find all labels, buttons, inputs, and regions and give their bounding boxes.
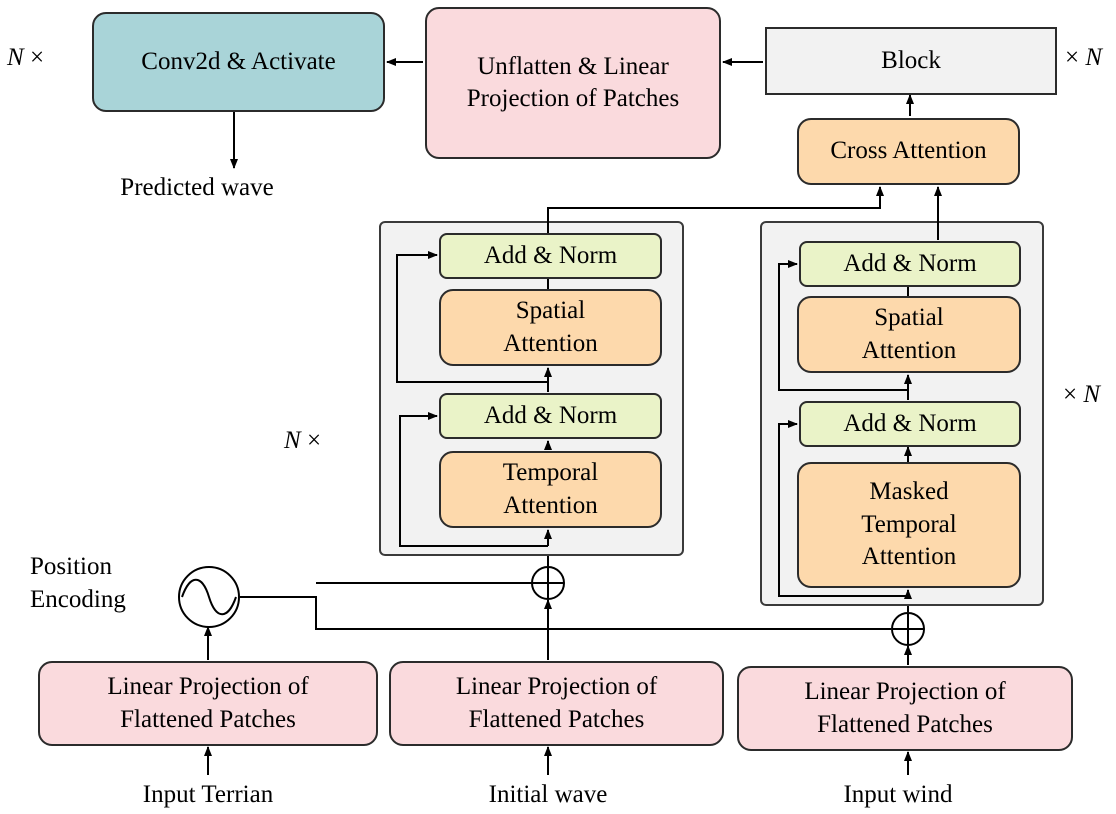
multiplier-top-right: × N [1065,44,1102,72]
encoder-temporal-attention: Temporal Attention [439,451,662,528]
block-label: Block [881,46,941,74]
decoder-add-norm-top-label: Add & Norm [843,249,977,277]
encoder-add-norm-bottom: Add & Norm [439,393,662,439]
unflatten-label-line1: Unflatten & Linear [477,52,669,80]
decoder-add-norm-bottom-label: Add & Norm [843,409,977,437]
decoder-masked-line3: Attention [861,543,957,571]
position-encoding-label: Position Encoding [30,551,126,616]
multiplier-n: N [1083,381,1101,408]
encoder-add-norm-top: Add & Norm [439,233,662,279]
multiplier-decoder: × N [1063,381,1100,409]
decoder-spatial-attention: Spatial Attention [797,296,1021,373]
multiplier-times: × [1065,44,1080,71]
projection-terrain-line2: Flattened Patches [120,705,296,733]
decoder-add-norm-top: Add & Norm [799,241,1021,287]
input-wind-label: Input wind [843,781,953,808]
predicted-wave-label: Predicted wave [120,174,274,201]
encoder-temporal-line2: Attention [503,491,598,519]
decoder-add-icon [891,612,925,646]
position-encoding-icon [178,566,240,628]
multiplier-n: N [284,427,301,454]
encoder-spatial-attention: Spatial Attention [439,289,662,366]
multiplier-encoder: N × [284,427,321,455]
multiplier-n: N [7,44,24,71]
projection-wind: Linear Projection of Flattened Patches [737,666,1073,751]
projection-terrain-line1: Linear Projection of [107,673,309,700]
input-terrain-label: Input Terrian [142,781,274,808]
input-wave-label: Initial wave [488,781,608,808]
encoder-spatial-line1: Spatial [515,297,586,324]
position-encoding-line2: Encoding [30,585,126,613]
decoder-spatial-line1: Spatial [874,304,944,331]
cross-attention-label: Cross Attention [830,137,987,165]
projection-wind-line2: Flattened Patches [817,710,993,738]
decoder-masked-line2: Temporal [861,510,957,538]
projection-wave-line2: Flattened Patches [468,705,645,733]
projection-wind-line1: Linear Projection of [804,678,1006,705]
encoder-spatial-line2: Attention [503,329,598,357]
projection-wave-line1: Linear Projection of [455,673,658,700]
decoder-masked-line1: Masked [869,478,949,506]
encoder-add-icon [531,566,565,600]
cross-attention-block: Cross Attention [797,118,1020,185]
encoder-add-norm-bottom-label: Add & Norm [483,401,618,429]
decoder-spatial-line2: Attention [861,336,957,364]
multiplier-top-left: N × [7,44,44,72]
block-box: Block [765,27,1057,95]
position-encoding-line1: Position [30,553,112,580]
multiplier-times: × [306,427,322,454]
multiplier-times: × [1063,381,1078,408]
multiplier-times: × [29,44,45,71]
encoder-add-norm-top-label: Add & Norm [483,241,618,269]
conv2d-activate-block: Conv2d & Activate [92,12,385,112]
multiplier-n: N [1085,44,1103,71]
conv2d-activate-label: Conv2d & Activate [141,47,336,75]
encoder-temporal-line1: Temporal [502,459,599,486]
projection-wave: Linear Projection of Flattened Patches [389,661,724,746]
decoder-add-norm-bottom: Add & Norm [799,401,1021,447]
unflatten-projection-block: Unflatten & Linear Projection of Patches [425,7,721,159]
decoder-masked-temporal-attention: Masked Temporal Attention [797,462,1021,588]
projection-terrain: Linear Projection of Flattened Patches [38,661,378,746]
unflatten-label-line2: Projection of Patches [466,85,680,112]
